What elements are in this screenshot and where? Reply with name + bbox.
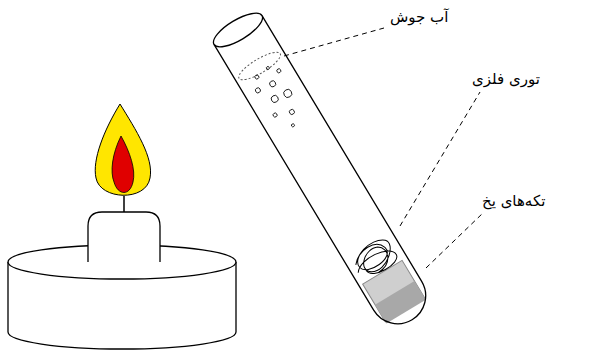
- gauze-label: توری فلزی: [470, 70, 542, 88]
- test-tube: [209, 7, 436, 334]
- leader-lines: [284, 28, 484, 268]
- metal-gauze: [349, 235, 400, 282]
- flame-outer: [95, 104, 150, 195]
- water-label: آب جوش: [388, 8, 450, 26]
- water-surface: [235, 48, 283, 85]
- ice-label: تکه‌های یخ: [480, 192, 547, 210]
- bubbles: [248, 62, 309, 134]
- burner: [8, 196, 236, 349]
- flame-inner: [112, 136, 134, 193]
